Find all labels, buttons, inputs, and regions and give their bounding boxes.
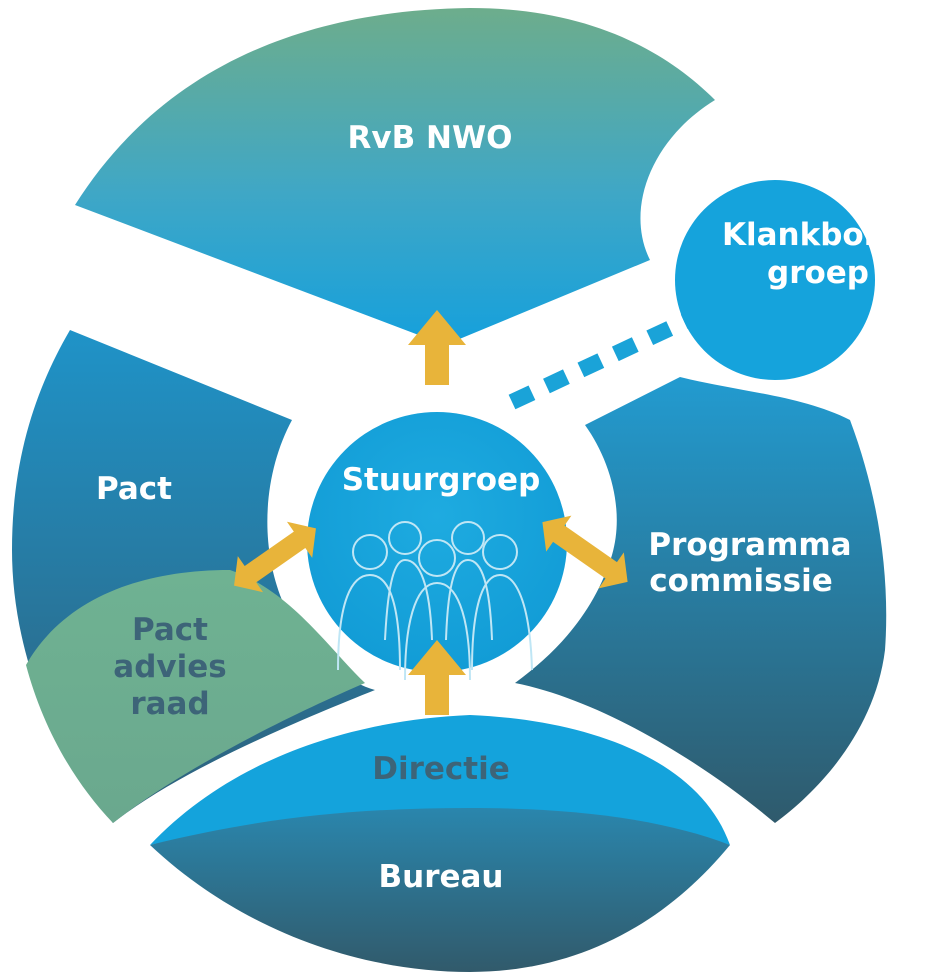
people-group-icon xyxy=(337,521,533,681)
label-programma-line1: Programma xyxy=(648,527,851,563)
bureau-segment xyxy=(150,808,730,972)
programma-commissie-segment xyxy=(515,377,887,823)
label-bureau: Bureau xyxy=(379,859,504,895)
label-pact: Pact xyxy=(96,471,172,507)
directie-segment xyxy=(150,715,730,845)
label-pact-advies-line3: raad xyxy=(130,686,209,722)
arrow-double-right xyxy=(542,515,628,589)
label-klankbord-line2: groep xyxy=(767,255,869,291)
rvb-nwo-segment xyxy=(75,8,715,345)
pact-advies-raad-segment xyxy=(26,570,365,823)
arrow-double-left xyxy=(234,521,316,593)
label-programma-line2: commissie xyxy=(649,563,832,599)
stuurgroep-circle xyxy=(307,412,567,672)
label-pact-advies-line1: Pact xyxy=(132,612,208,648)
label-rvb-nwo: RvB NWO xyxy=(348,120,513,156)
label-pact-advies-line2: advies xyxy=(113,649,226,685)
klankbordgroep-circle xyxy=(675,180,875,380)
arrow-up-from-directie xyxy=(408,640,466,715)
label-klankbord-line1: Klankbord- xyxy=(722,217,914,253)
label-directie: Directie xyxy=(372,751,510,787)
arrow-up-to-rvb xyxy=(408,310,466,385)
label-stuurgroep: Stuurgroep xyxy=(342,462,541,498)
